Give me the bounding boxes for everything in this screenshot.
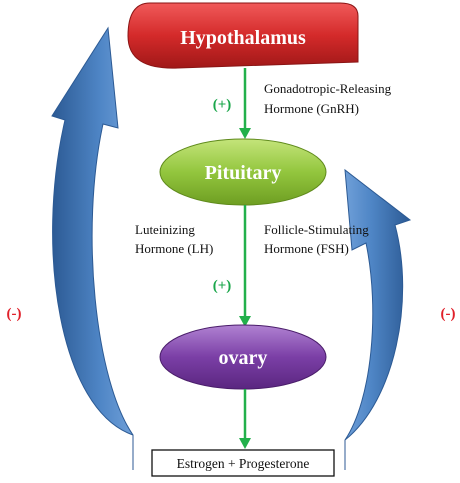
left-feedback-arrow <box>51 26 134 470</box>
hypothalamus-node: Hypothalamus <box>127 2 359 69</box>
fsh-label-line2: Hormone (FSH) <box>264 241 349 256</box>
ovary-hormones-connector <box>239 389 251 449</box>
pituitary-label: Pituitary <box>205 162 282 184</box>
hormones-label: Estrogen + Progesterone <box>177 456 310 471</box>
lh-fsh-connector <box>239 205 251 327</box>
hormones-box: Estrogen + Progesterone <box>151 449 335 477</box>
fsh-label-line1: Follicle-Stimulating <box>264 222 369 237</box>
pituitary-ovary-positive-sign: (+) <box>213 278 232 294</box>
gnrh-connector <box>239 68 251 139</box>
right-negative-sign: (-) <box>441 306 456 322</box>
ovary-node: ovary <box>159 324 327 390</box>
gnrh-positive-sign: (+) <box>213 97 232 113</box>
gnrh-label-line1: Gonadotropic-Releasing <box>264 81 392 96</box>
gnrh-label-line2: Hormone (GnRH) <box>264 101 359 116</box>
lh-label-line1: Luteinizing <box>135 222 195 237</box>
pituitary-node: Pituitary <box>159 138 327 206</box>
lh-label-line2: Hormone (LH) <box>135 241 213 256</box>
right-feedback-arrow <box>344 168 412 470</box>
left-negative-sign: (-) <box>7 306 22 322</box>
hypothalamus-label: Hypothalamus <box>180 27 306 49</box>
ovary-label: ovary <box>219 347 268 369</box>
